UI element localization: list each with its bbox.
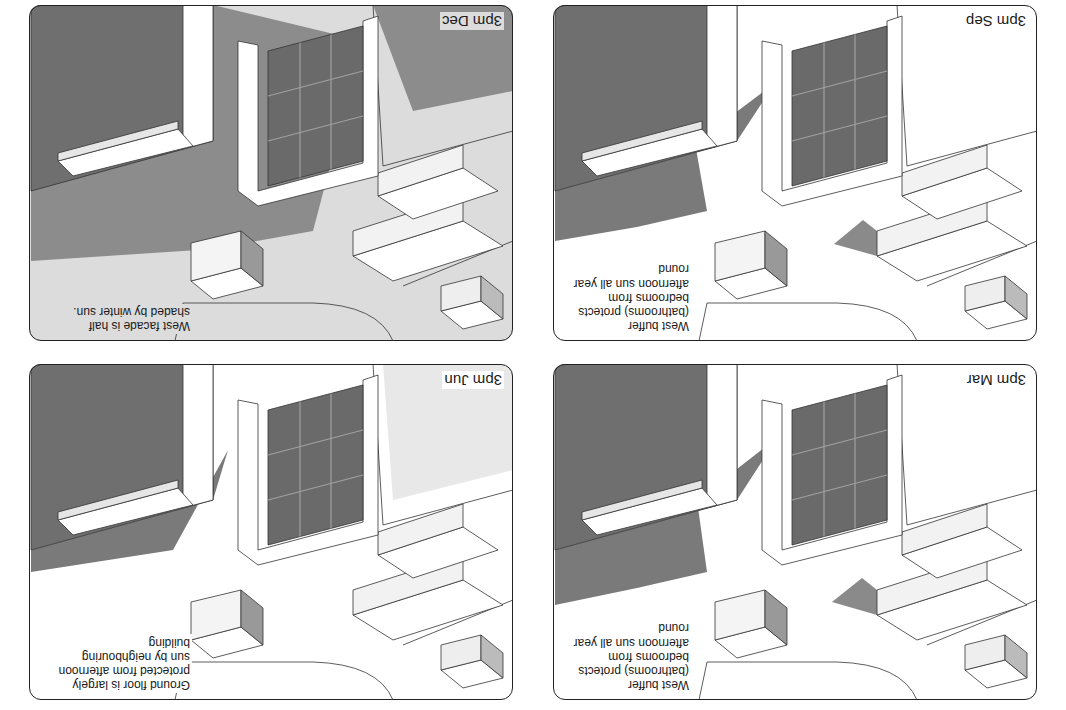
panel-note: West buffer (bathrooms) protects bedroom… [559, 620, 691, 693]
illustration-part [31, 364, 513, 700]
illustration-part [29, 5, 513, 341]
september-scene [553, 5, 1037, 341]
march-scene [553, 364, 1037, 700]
season-panel: 3pm DecWest facade is half shaded by win… [29, 5, 513, 341]
december-scene [29, 5, 513, 341]
illustration-part [553, 5, 1037, 341]
panel-title: 3pm Sep [964, 12, 1028, 31]
season-panel: 3pm MarWest buffer (bathrooms) protects … [553, 364, 1037, 700]
illustration-part [383, 364, 513, 500]
season-panel: 3pm JunGround floor is largely protected… [29, 364, 513, 700]
panel-title: 3pm Dec [440, 12, 504, 31]
panel-note: Ground floor is largely protected from a… [53, 634, 192, 693]
season-panel: 3pm SepWest buffer (bathrooms) protects … [553, 5, 1037, 341]
illustration-part [553, 364, 1037, 700]
illustration-part [834, 220, 877, 256]
panel-title: 3pm Mar [965, 371, 1028, 390]
panel-note: West buffer (bathrooms) protects bedroom… [559, 261, 691, 334]
june-scene [29, 364, 513, 700]
illustration-part [555, 5, 1037, 341]
illustration-part [555, 364, 1037, 700]
illustration-part [31, 5, 513, 341]
illustration-part [832, 578, 877, 615]
panel-title: 3pm Jun [442, 371, 504, 390]
illustration-part [29, 364, 513, 700]
panel-note: West facade is half shaded by winter sun… [53, 304, 192, 334]
illustration-part [373, 5, 513, 111]
